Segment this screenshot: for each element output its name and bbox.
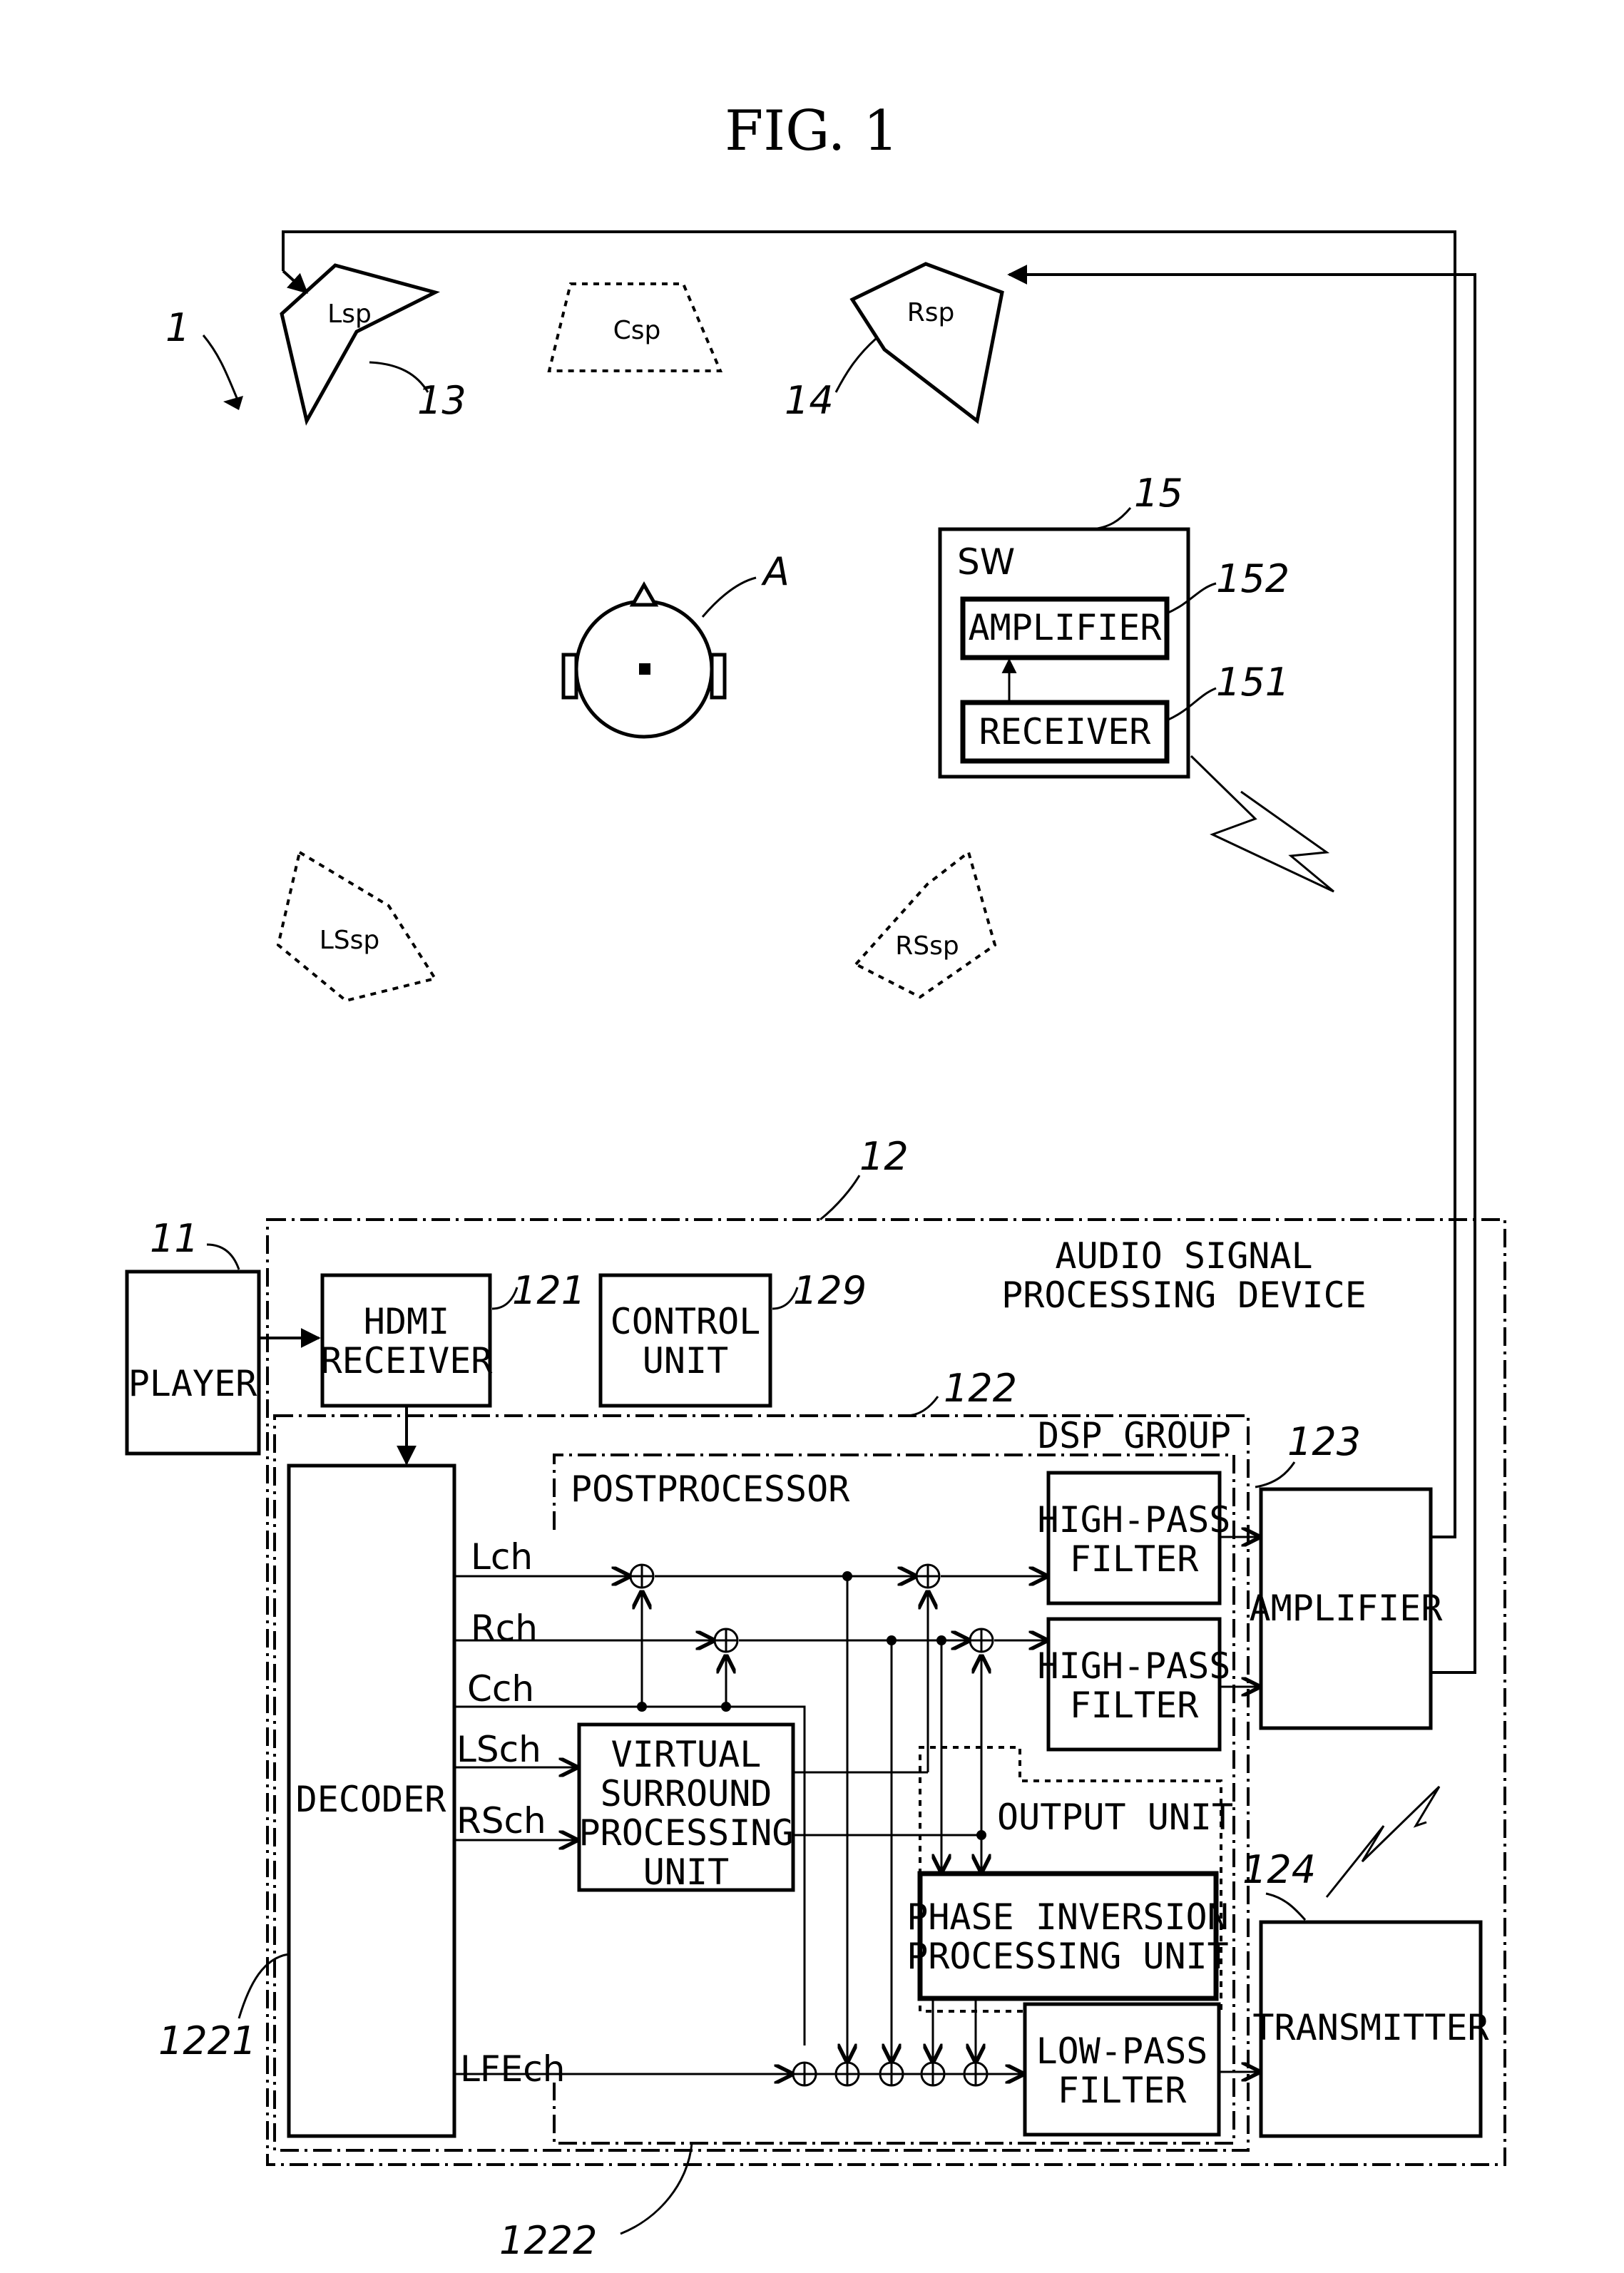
channel-label-lfech: LFEch (460, 2048, 565, 2090)
ref-system: 1 (165, 305, 190, 350)
wireless-signal-transmit-icon (1327, 1787, 1439, 1897)
left-speaker (282, 265, 435, 421)
channel-label-lch: Lch (471, 1536, 533, 1578)
center-speaker-label: Csp (613, 316, 661, 345)
ref-device-leader (820, 1175, 859, 1220)
ref-postprocessor-leader (621, 2143, 692, 2234)
ref-player-leader (207, 1245, 239, 1270)
sum-junction-rch-2 (970, 1629, 993, 1652)
sum-junction-rch-1 (715, 1629, 737, 1652)
channel-label-cch: Cch (467, 1668, 534, 1710)
ref-decoder-leader (239, 1954, 289, 2018)
right-surround-label: RSsp (895, 931, 959, 961)
ref-listener: A (761, 549, 790, 594)
ref-sw-amplifier: 152 (1216, 556, 1290, 601)
subwoofer-label: SW (957, 541, 1015, 583)
high-pass-filter-1-label-line2: FILTER (1070, 1538, 1200, 1580)
postprocessor-label: POSTPROCESSOR (571, 1468, 850, 1510)
player-label: PLAYER (128, 1363, 258, 1404)
ref-amplifier-leader (1255, 1462, 1294, 1487)
sum-junction-lfe-3 (880, 2063, 903, 2085)
wireless-signal-receive-icon (1191, 756, 1334, 892)
right-surround-speaker (856, 852, 995, 997)
ref-system-leader (203, 335, 239, 403)
ref-rsp-leader (836, 339, 876, 392)
low-pass-filter-line2: FILTER (1058, 2070, 1188, 2111)
channel-label-lsch: LSch (456, 1729, 541, 1770)
ref-player: 11 (150, 1216, 199, 1261)
wire-to-right-speaker (1009, 275, 1475, 1672)
ref-dsp-leader (906, 1396, 938, 1416)
ref-listener-leader (703, 578, 756, 617)
channel-label-rch: Rch (471, 1608, 538, 1649)
ref-receiver: 151 (1216, 660, 1290, 705)
high-pass-filter-2-label-line1: HIGH-PASS (1038, 1645, 1231, 1687)
listener-head (563, 585, 725, 737)
sum-junction-lch-1 (630, 1565, 653, 1588)
sum-junction-lfe-2 (836, 2063, 859, 2085)
ref-postprocessor: 1222 (499, 2218, 597, 2263)
ref-control: 129 (793, 1268, 867, 1313)
left-surround-label: LSsp (320, 926, 380, 955)
channel-label-rsch: RSch (456, 1800, 546, 1842)
phase-inversion-line2: PROCESSING UNIT (907, 1936, 1229, 1977)
device-title-line1: AUDIO SIGNAL (1055, 1235, 1312, 1277)
phase-inversion-line1: PHASE INVERSION (907, 1896, 1229, 1938)
left-speaker-label: Lsp (327, 300, 372, 329)
control-unit-label-line2: UNIT (643, 1340, 728, 1381)
ref-system-arrowhead (223, 396, 243, 410)
high-pass-filter-2-label-line2: FILTER (1070, 1685, 1200, 1726)
ref-sw-leader (1091, 508, 1130, 529)
hdmi-receiver-label-line2: RECEIVER (321, 1340, 494, 1381)
high-pass-filter-1-label-line1: HIGH-PASS (1038, 1499, 1231, 1541)
subwoofer-amplifier-label: AMPLIFIER (969, 607, 1163, 648)
virtual-surround-line3: PROCESSING (578, 1812, 793, 1854)
sum-junction-lfe-5 (964, 2063, 987, 2085)
right-speaker-label: Rsp (907, 298, 955, 327)
right-speaker (852, 264, 1002, 421)
ref-hdmi: 121 (512, 1268, 586, 1313)
hdmi-receiver-label-line1: HDMI (364, 1301, 449, 1342)
virtual-surround-line2: SURROUND (601, 1773, 772, 1814)
figure-title: FIG. 1 (725, 99, 899, 163)
ref-transmitter: 124 (1242, 1847, 1316, 1892)
ref-rsp: 14 (785, 378, 834, 423)
virtual-surround-line4: UNIT (643, 1851, 729, 1893)
output-unit-label: OUTPUT UNIT (997, 1797, 1233, 1838)
ref-transmitter-leader (1266, 1894, 1305, 1920)
ref-dsp: 122 (944, 1366, 1017, 1411)
subwoofer-receiver-label: RECEIVER (979, 711, 1152, 752)
device-title-line2: PROCESSING DEVICE (1001, 1275, 1367, 1316)
ref-amplifier: 123 (1287, 1419, 1361, 1464)
dsp-group-label: DSP GROUP (1038, 1415, 1231, 1456)
decoder-label: DECODER (296, 1779, 447, 1820)
ref-lsp: 13 (417, 378, 466, 423)
sum-junction-lfe-4 (921, 2063, 944, 2085)
ref-sw: 15 (1134, 471, 1183, 516)
sum-junction-lch-2 (916, 1565, 939, 1588)
sum-junction-lfe-1 (793, 2063, 816, 2085)
transmitter-label: TRANSMITTER (1252, 2007, 1489, 2048)
amplifier-label: AMPLIFIER (1250, 1588, 1444, 1629)
wire-left-speaker-arrow (283, 271, 307, 292)
control-unit-label-line1: CONTROL (611, 1301, 761, 1342)
ref-device: 12 (859, 1134, 909, 1179)
ref-decoder: 1221 (158, 2018, 256, 2063)
virtual-surround-line1: VIRTUAL (611, 1734, 762, 1775)
low-pass-filter-line1: LOW-PASS (1036, 2031, 1208, 2072)
